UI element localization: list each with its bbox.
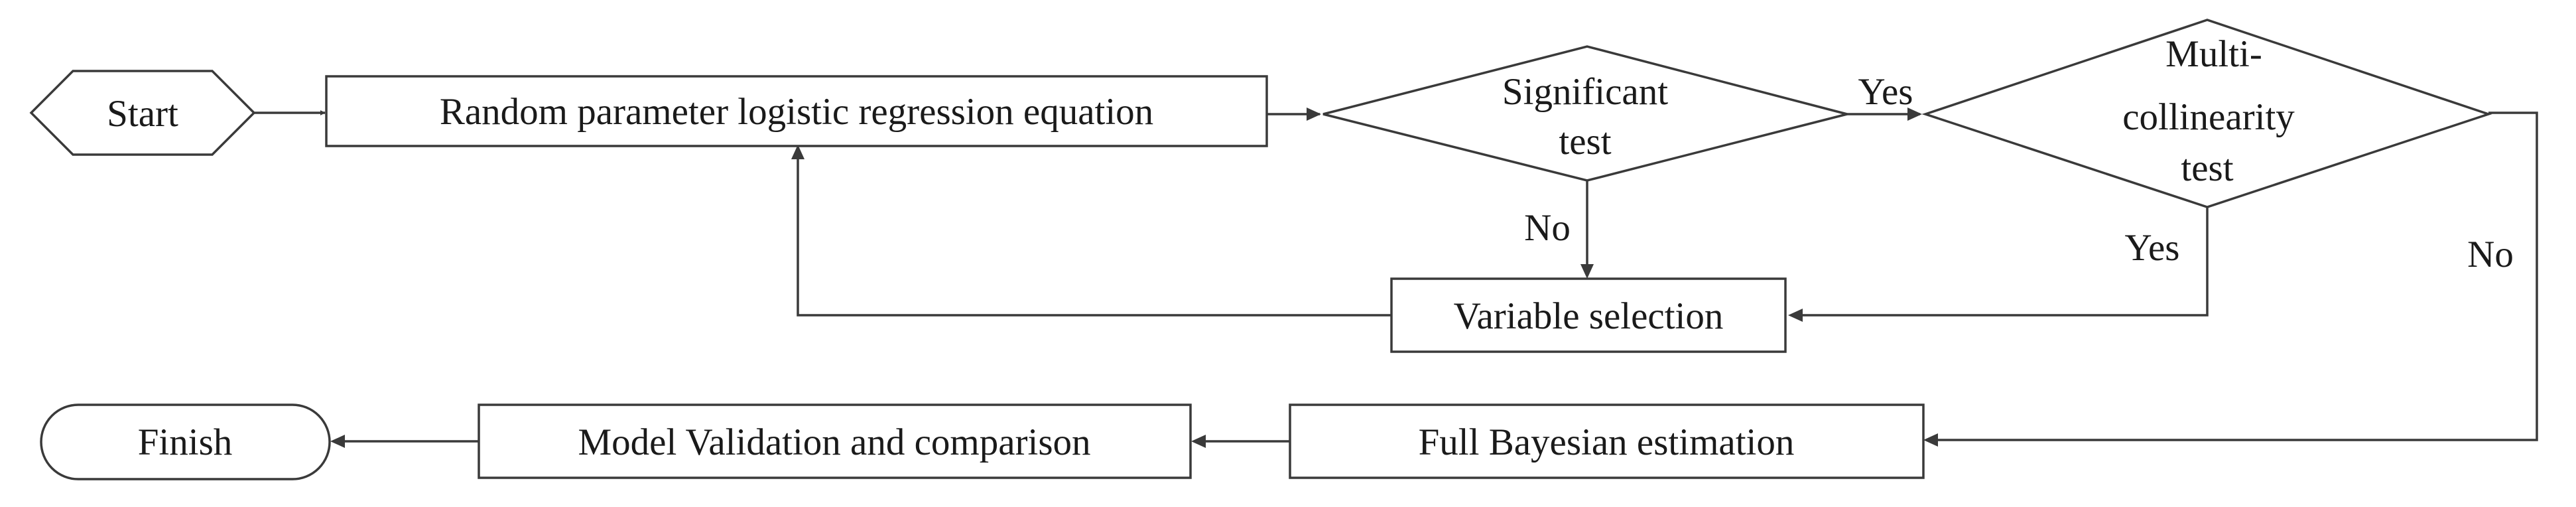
arrowhead (1788, 309, 1803, 322)
edge-label-significant-yes: Yes (1858, 71, 1913, 113)
start-label: Start (107, 93, 178, 135)
model-validation-node: Model Validation and comparison (478, 403, 1192, 479)
multicollinearity-label-line1: Multi- (2165, 33, 2262, 75)
arrowhead (1580, 264, 1594, 279)
equation-label: Random parameter logistic regression equ… (440, 91, 1153, 133)
arrowhead (1191, 435, 1206, 448)
arrowhead (330, 435, 345, 448)
bayesian-estimation-node: Full Bayesian estimation (1289, 403, 1925, 479)
significant-label-line2: test (1559, 121, 1611, 163)
significant-test-node: Significant test (1322, 45, 1848, 182)
variable-selection-label: Variable selection (1454, 295, 1724, 337)
edge-label-significant-no: No (1524, 207, 1571, 249)
multicollinearity-test-node: Multi- collinearity test (1921, 19, 2492, 208)
equation-node: Random parameter logistic regression equ… (325, 75, 1268, 147)
validation-label: Model Validation and comparison (578, 421, 1090, 463)
multicollinearity-label-line2: collinearity (2122, 96, 2295, 138)
start-node: Start (29, 70, 256, 156)
variable-selection-node: Variable selection (1390, 277, 1787, 353)
edge-label-multicollinearity-yes: Yes (2125, 227, 2180, 269)
arrowhead (1923, 433, 1938, 447)
edge-label-multicollinearity-no: No (2467, 234, 2514, 275)
finish-node: Finish (40, 403, 331, 480)
arrowhead (791, 145, 805, 159)
connector-multicollinearity-yes (1791, 206, 2209, 317)
significant-label-line1: Significant (1502, 71, 1668, 113)
finish-label: Finish (138, 421, 233, 463)
bayesian-label: Full Bayesian estimation (1419, 421, 1795, 463)
multicollinearity-label-line3: test (2181, 147, 2233, 189)
connector-variable-selection-back (797, 147, 1391, 317)
arrowhead (1307, 108, 1321, 121)
arrowhead (1907, 108, 1922, 121)
connector-multicollinearity-no (1927, 111, 2538, 441)
